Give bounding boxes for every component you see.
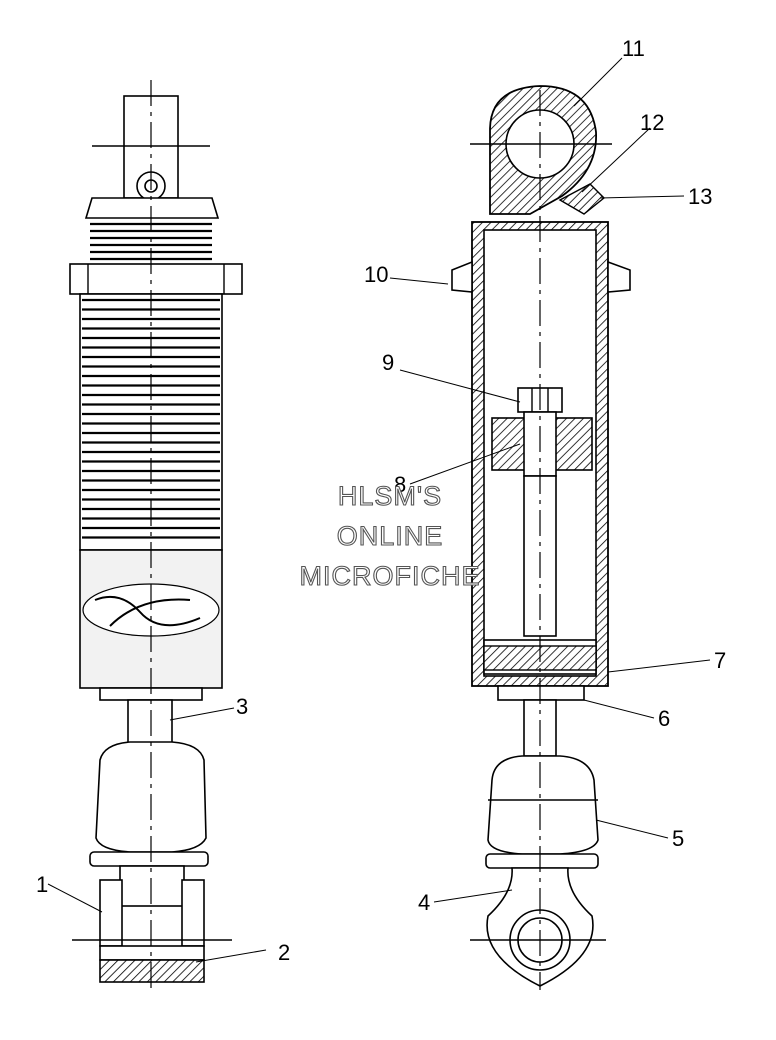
cutaway-shock [451, 85, 631, 990]
callout-7: 7 [714, 648, 726, 673]
callout-4: 4 [418, 890, 430, 915]
callout-8: 8 [394, 472, 406, 497]
callout-12: 12 [640, 110, 664, 135]
collar-tab-right [607, 260, 631, 293]
callout-10: 10 [364, 262, 388, 287]
clevis-ear-right [181, 879, 205, 947]
watermark-line-3: MICROFICHE [300, 561, 481, 591]
collar-tab-left [451, 260, 473, 293]
watermark-line-1: HLSM'S [338, 481, 442, 511]
bottom-ring [497, 685, 585, 701]
callout-6: 6 [658, 706, 670, 731]
shaft [127, 699, 173, 745]
spring-adjuster-collar [69, 263, 243, 295]
callout-1: 1 [36, 872, 48, 897]
watermark-line-2: ONLINE [337, 521, 444, 551]
callout-5: 5 [672, 826, 684, 851]
callout-13: 13 [688, 184, 712, 209]
washer [89, 851, 209, 867]
assembled-shock [69, 80, 243, 992]
watermark: HLSM'S ONLINE MICROFICHE [299, 480, 481, 591]
clevis-ear-left [99, 879, 123, 947]
top-cap [84, 197, 220, 219]
lower-washer [485, 853, 599, 869]
callout-11: 11 [622, 36, 645, 61]
callout-9: 9 [382, 350, 394, 375]
leader-lines [47, 57, 711, 963]
bottom-bushing [99, 959, 205, 983]
callout-3: 3 [236, 694, 248, 719]
callout-2: 2 [278, 940, 290, 965]
lower-bump-stop [487, 755, 599, 855]
